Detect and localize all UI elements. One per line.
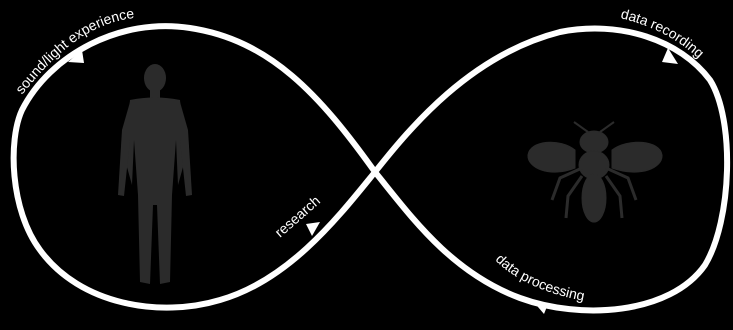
diagram-canvas: sound/light experience data recording re…: [0, 0, 733, 325]
infinity-diagram: sound/light experience data recording re…: [0, 0, 733, 325]
